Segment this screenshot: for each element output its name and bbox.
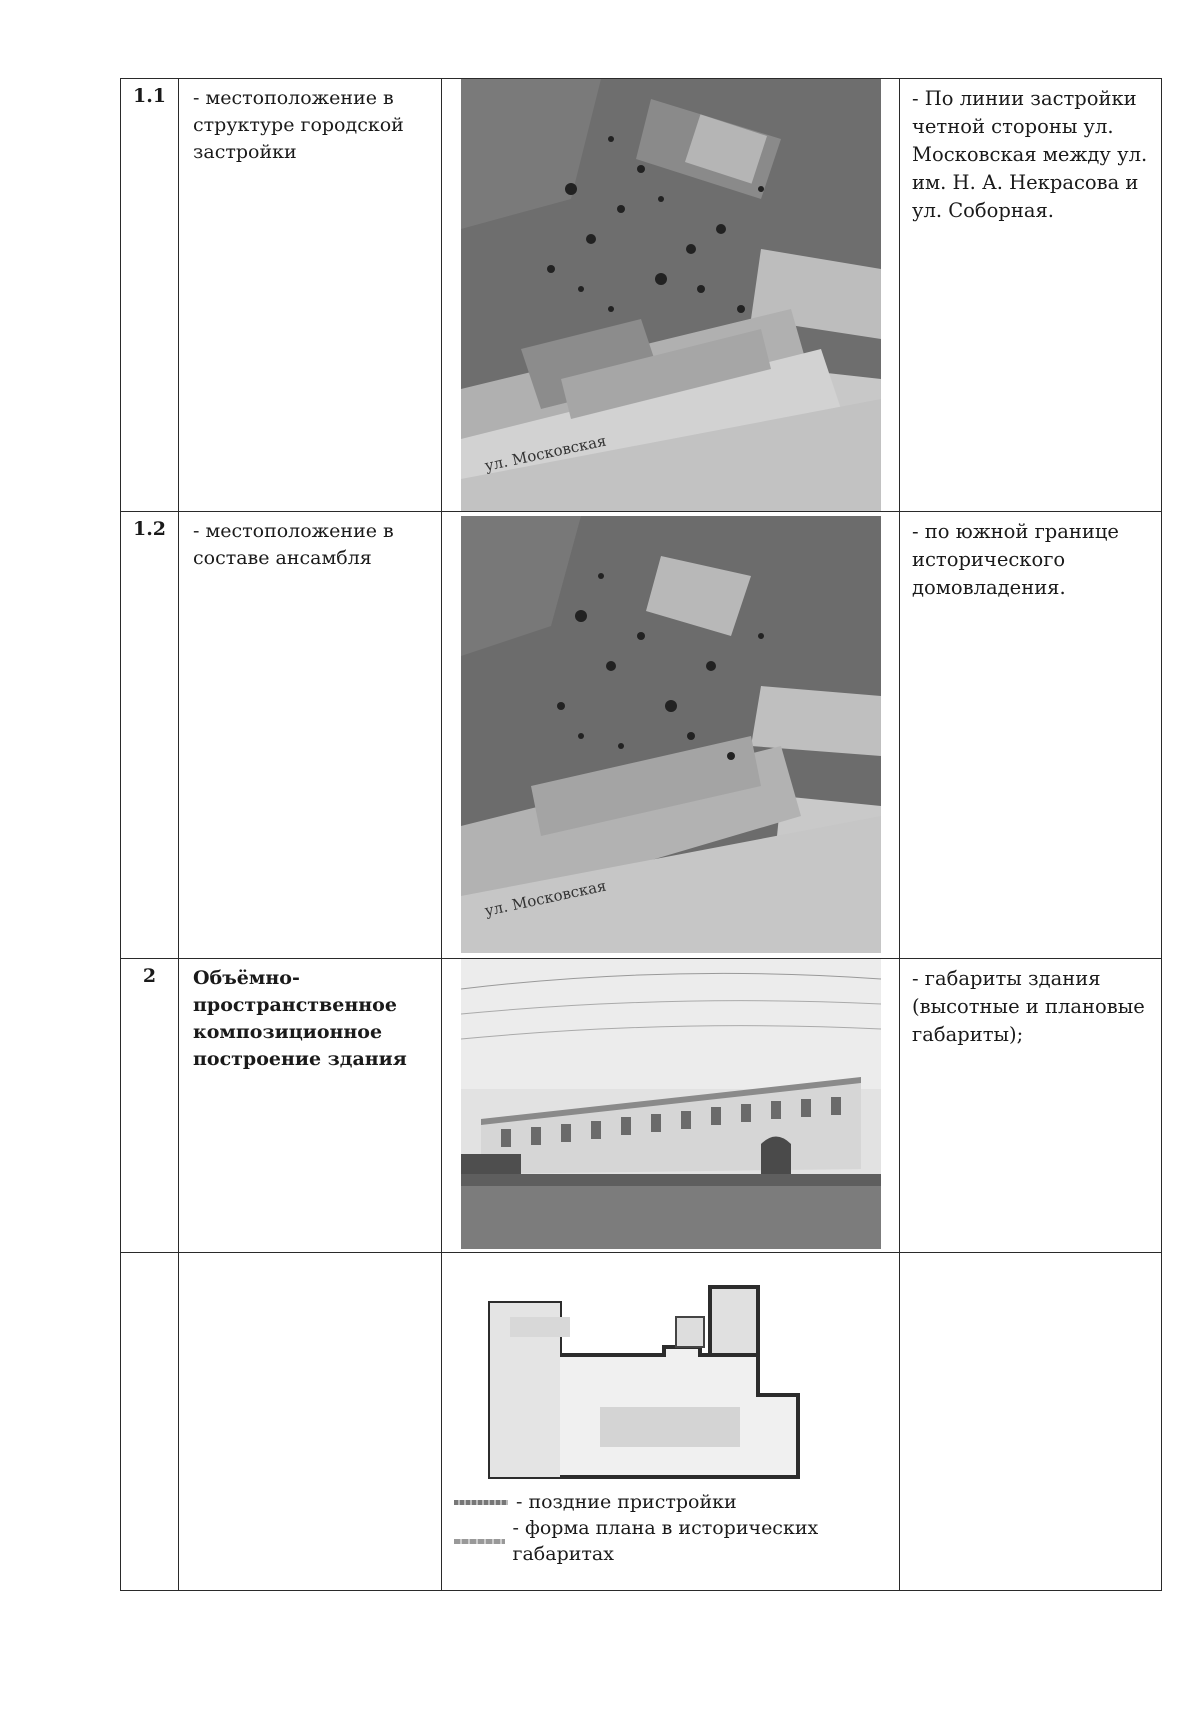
aerial-map-image: ул. Московская xyxy=(460,79,881,511)
legend-label: - поздние пристройки xyxy=(516,1491,737,1513)
legend-item-historic-plan: - форма плана в исторических габаритах xyxy=(454,1515,899,1567)
aerial-map-image-cell: ул. Московская xyxy=(441,78,900,512)
row-number: 1.2 xyxy=(120,511,179,959)
ensemble-map-image-cell: ул. Московская xyxy=(441,511,900,959)
row-label: Объёмно-пространственное композиционное … xyxy=(178,958,442,1253)
floor-plan-wrap: - поздние пристройки - форма плана в ист… xyxy=(442,1253,899,1567)
table-row: 2 Объёмно-пространственное композиционно… xyxy=(120,958,1162,1253)
table-row: 1.2 - местоположение в составе ансамбля … xyxy=(120,511,1162,959)
row-number: 1.1 xyxy=(120,78,179,512)
document-table: 1.1 - местоположение в структуре городск… xyxy=(120,78,1162,1591)
floor-plan-drawing xyxy=(488,1285,800,1479)
row-description: - по южной границе исторического домовла… xyxy=(899,511,1162,959)
row-label xyxy=(178,1252,442,1591)
building-photo-cell xyxy=(441,958,900,1253)
row-description: - габариты здания (высотные и плановые г… xyxy=(899,958,1162,1253)
ensemble-map-image: ул. Московская xyxy=(460,516,881,953)
row-label: - местоположение в структуре городской з… xyxy=(178,78,442,512)
row-label: - местоположение в составе ансамбля xyxy=(178,511,442,959)
row-number xyxy=(120,1252,179,1591)
row-description xyxy=(899,1252,1162,1591)
building-photo xyxy=(460,959,881,1249)
floor-plan-cell: - поздние пристройки - форма плана в ист… xyxy=(441,1252,900,1591)
row-number: 2 xyxy=(120,958,179,1253)
plan-legend: - поздние пристройки - форма плана в ист… xyxy=(442,1489,899,1567)
table-row: - поздние пристройки - форма плана в ист… xyxy=(120,1252,1162,1591)
legend-swatch-historic-plan xyxy=(454,1538,505,1544)
legend-swatch-late-additions xyxy=(454,1499,508,1505)
table-row: 1.1 - местоположение в структуре городск… xyxy=(120,78,1162,512)
legend-label: - форма плана в исторических габаритах xyxy=(512,1517,819,1565)
row-description: - По линии застройки четной стороны ул. … xyxy=(899,78,1162,512)
legend-item-late-additions: - поздние пристройки xyxy=(454,1489,899,1515)
